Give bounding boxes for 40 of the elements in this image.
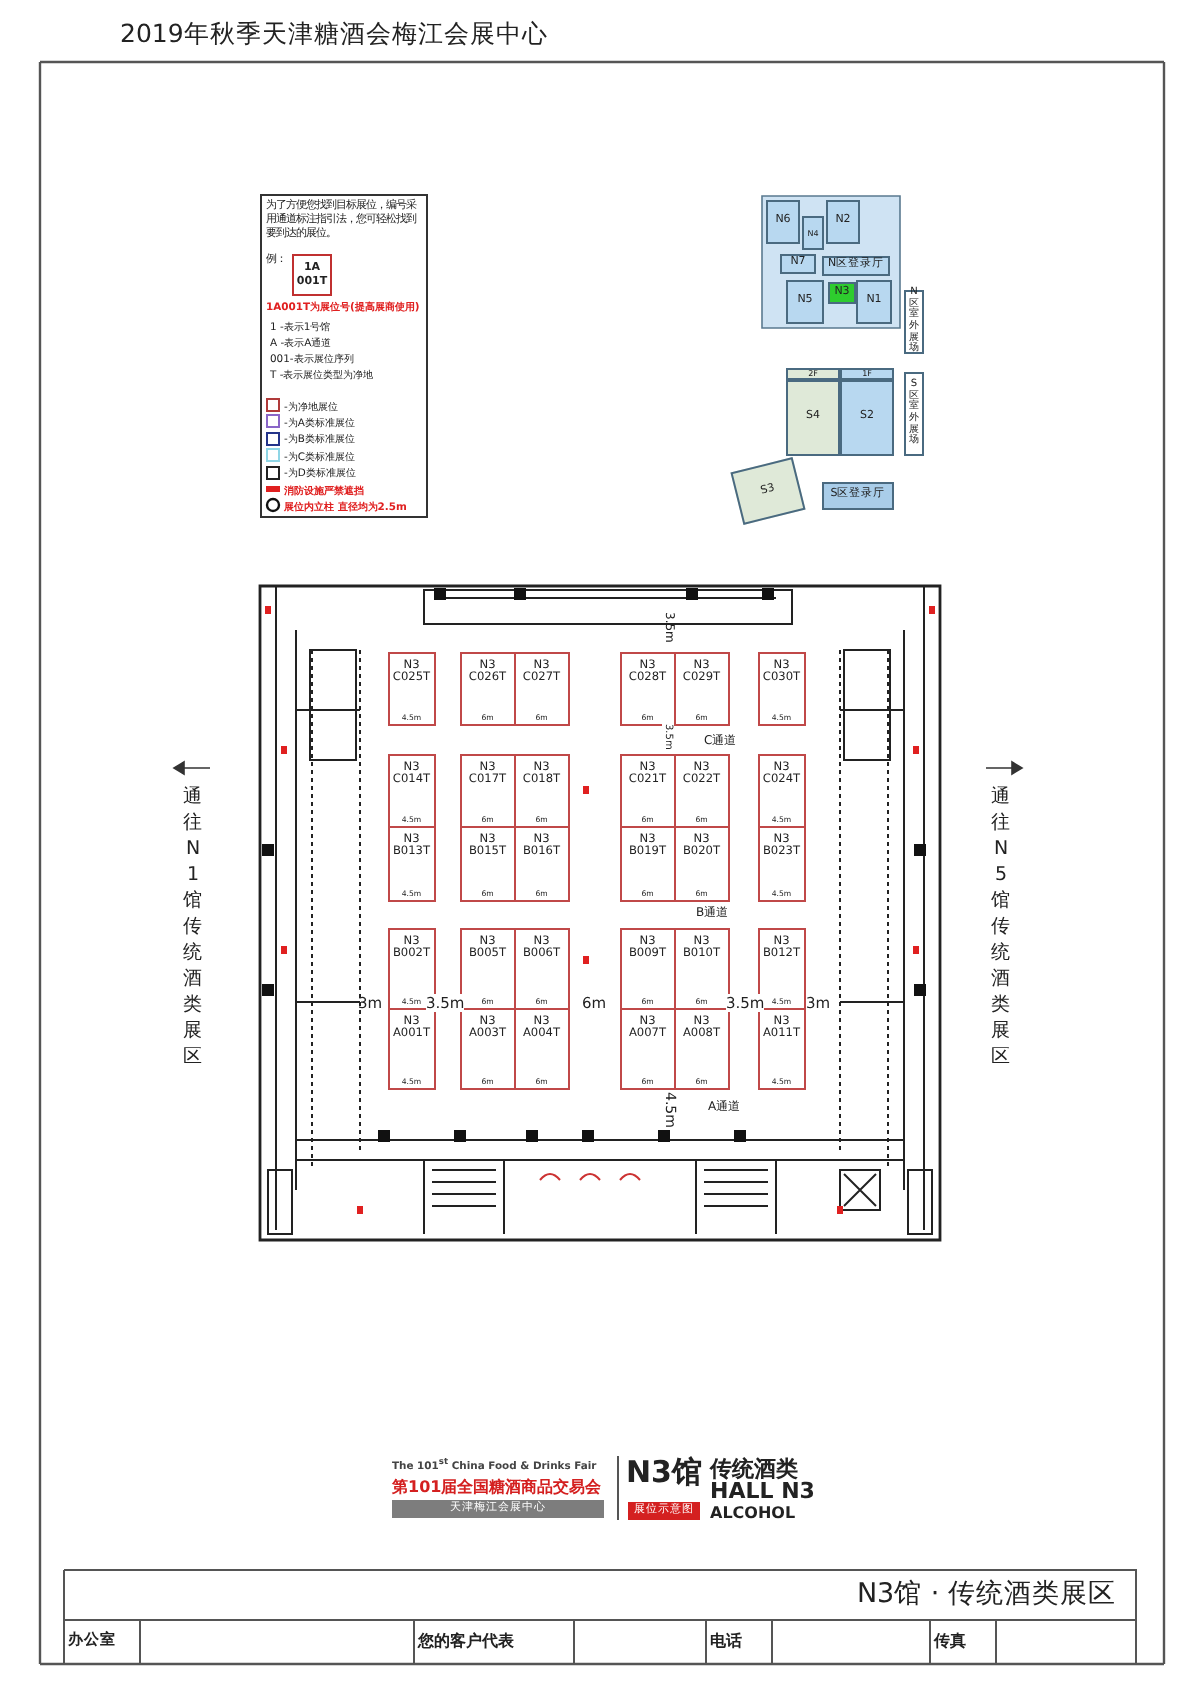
booth-box [620, 652, 675, 725]
hall-category-english: ALCOHOL [710, 1504, 796, 1522]
booth-box [620, 1008, 675, 1089]
booth-box [620, 928, 675, 1009]
booth-box [460, 928, 515, 1009]
booth-box [758, 826, 805, 901]
page-title: 2019年秋季天津糖酒会梅江会展中心 [120, 18, 548, 52]
zone-heading: N3馆 · 传统酒类展区 [856, 1576, 1116, 1612]
booth-box [620, 754, 675, 827]
booth-box [460, 1008, 515, 1089]
booth-box [620, 826, 675, 901]
booth-box [388, 652, 435, 725]
hall-name: N3馆 [626, 1454, 702, 1492]
booth-box [758, 1008, 805, 1089]
booth-box [514, 1008, 569, 1089]
booth-box [460, 652, 515, 725]
booth-box [514, 652, 569, 725]
booth-box [758, 652, 805, 725]
booth-box [388, 826, 435, 901]
form-label: 传真 [934, 1630, 966, 1652]
direction-text: 通往N1馆传统酒类展区 [181, 784, 205, 1070]
direction-text: 通往N5馆传统酒类展区 [989, 784, 1013, 1070]
fair-name: 第101届全国糖酒商品交易会 [392, 1476, 602, 1498]
hall-name-english: HALL N3 [710, 1478, 815, 1504]
booth-box [514, 826, 569, 901]
booth-box [514, 928, 569, 1009]
booth-box [388, 1008, 435, 1089]
booth-box [674, 652, 729, 725]
booth-box [674, 826, 729, 901]
booth-box [460, 754, 515, 827]
hall-category: 传统酒类 [710, 1454, 798, 1482]
form-label: 您的客户代表 [418, 1630, 514, 1652]
booth-box [674, 1008, 729, 1089]
booth-box [758, 754, 805, 827]
booth-box [514, 754, 569, 827]
booth-box [674, 928, 729, 1009]
form-label: 电话 [710, 1630, 742, 1652]
booth-box [674, 754, 729, 827]
booth-box [460, 826, 515, 901]
booth-box [388, 754, 435, 827]
